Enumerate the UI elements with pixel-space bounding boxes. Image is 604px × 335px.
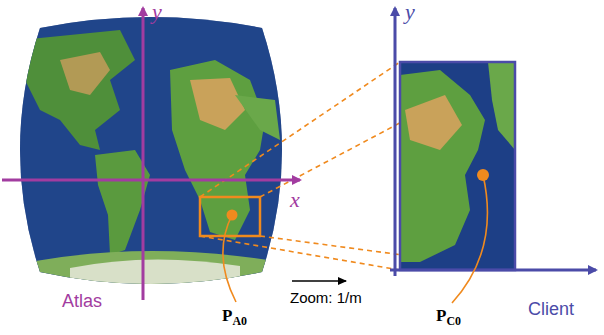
zoom-region (200, 197, 260, 236)
panel-label: Atlas (62, 292, 102, 312)
atlas-y-axis (142, 8, 145, 300)
axis-label: y (405, 0, 415, 24)
leader-line (452, 175, 487, 303)
axis-label: y (152, 0, 162, 24)
point-label: PC0 (436, 307, 461, 328)
client-x-axis (390, 269, 596, 272)
zoom-arrow (292, 280, 346, 282)
client-frame (400, 62, 515, 270)
projection-lines (200, 62, 515, 270)
atlas-x-axis (2, 179, 300, 182)
zoom-label: Zoom: 1/m (290, 290, 362, 307)
panel-label: Client (528, 300, 574, 320)
client-y-axis (394, 8, 397, 276)
axis-label: x (290, 188, 300, 212)
client-view (400, 62, 515, 270)
leader-line (223, 215, 236, 302)
point-label: PA0 (222, 307, 247, 328)
atlas-globe (0, 0, 304, 300)
